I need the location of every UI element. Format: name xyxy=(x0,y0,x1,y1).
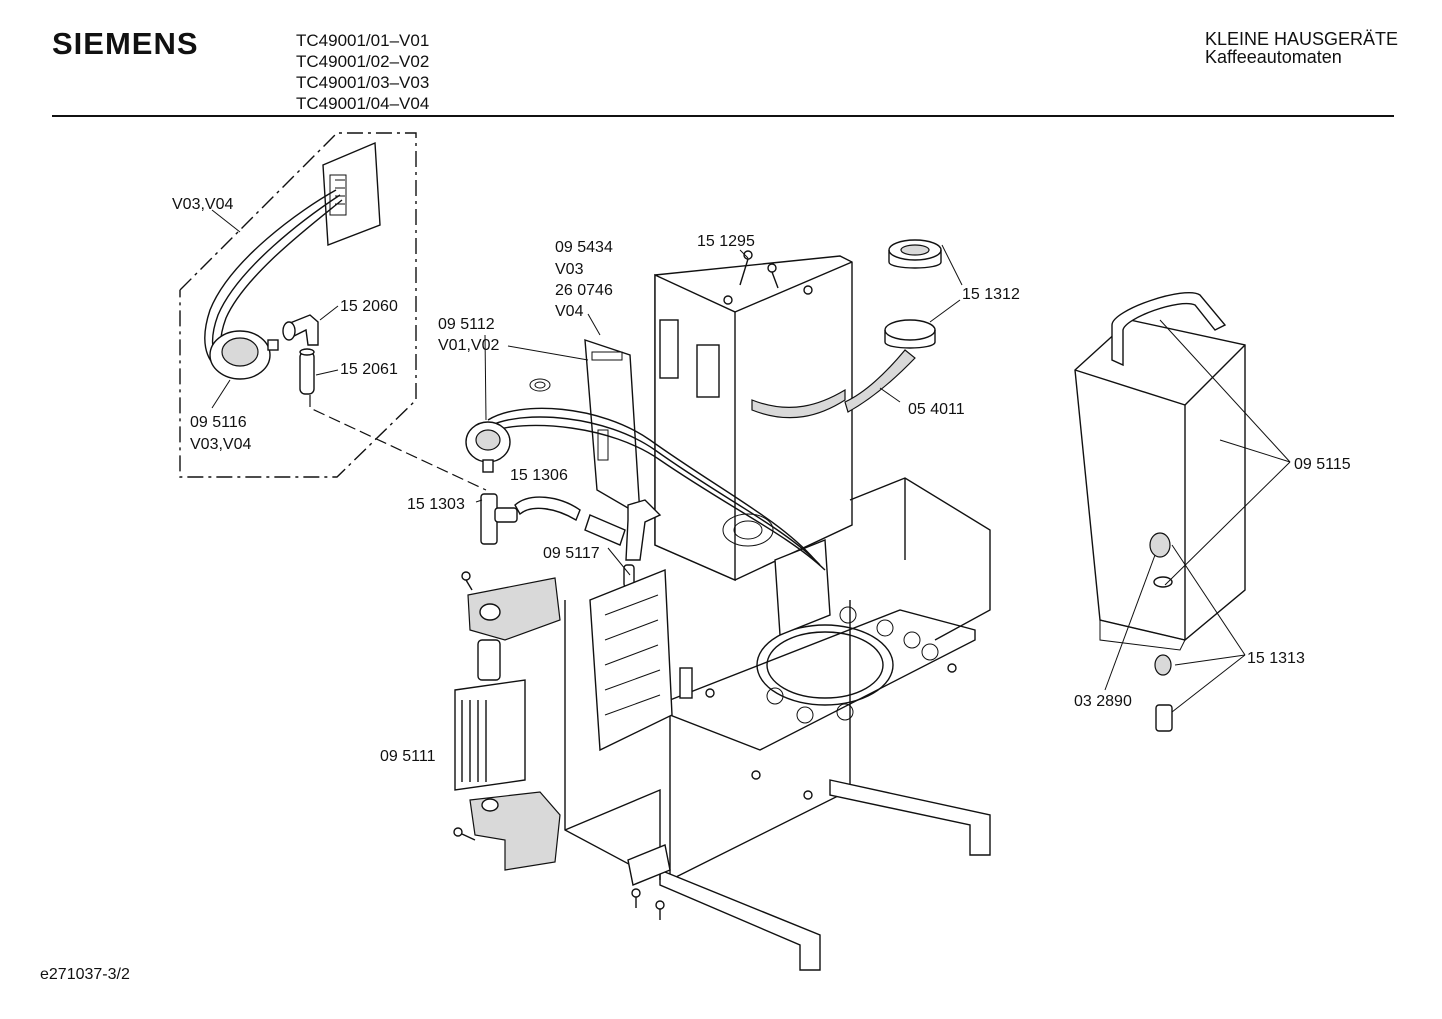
wiring-harness xyxy=(487,407,826,571)
callout-260746: 26 0746 xyxy=(555,282,613,299)
drawing-id: e271037-3/2 xyxy=(40,966,130,983)
callout-151295: 15 1295 xyxy=(697,233,755,250)
model-item: TC49001/02–V02 xyxy=(296,52,430,71)
category-title: KLEINE HAUSGERÄTE xyxy=(1205,29,1399,49)
callout-v03-v04-bottom: V03,V04 xyxy=(190,436,251,453)
callout-151303: 15 1303 xyxy=(407,496,465,513)
detail-box-outline xyxy=(179,132,417,478)
callout-095434: 09 5434 xyxy=(555,239,613,256)
callout-v01-v02: V01,V02 xyxy=(438,337,499,354)
header-divider xyxy=(52,115,1394,117)
base-screws xyxy=(631,663,957,920)
brand-logo: SIEMENS xyxy=(52,26,199,61)
model-item: TC49001/01–V01 xyxy=(296,31,430,50)
callout-095115: 09 5115 xyxy=(1294,456,1351,473)
hose-fittings xyxy=(584,499,662,588)
callout-151306: 15 1306 xyxy=(510,467,568,484)
category-subtitle: Kaffeeautomaten xyxy=(1205,47,1342,67)
model-item: TC49001/04–V04 xyxy=(296,94,430,113)
pump-bracket-lower xyxy=(453,791,561,871)
model-item: TC49001/03–V03 xyxy=(296,73,430,92)
elbow-connector-152060 xyxy=(282,314,319,346)
hose-152061 xyxy=(299,348,315,395)
callout-v03: V03 xyxy=(555,261,584,278)
inlet-fitting xyxy=(884,319,936,349)
t-connector-151303 xyxy=(480,493,518,545)
callout-v04: V04 xyxy=(555,303,584,320)
lower-circuit-board xyxy=(774,538,831,637)
hose-054011 xyxy=(844,349,916,413)
callout-095111: 09 5111 xyxy=(380,748,436,765)
main-housing xyxy=(654,255,853,582)
callout-095112: 09 5112 xyxy=(438,316,495,333)
callout-054011: 05 4011 xyxy=(908,401,965,418)
callout-032890: 03 2890 xyxy=(1074,693,1132,710)
category-block: KLEINE HAUSGERÄTE Kaffeeautomaten xyxy=(1205,30,1398,66)
screws-151295 xyxy=(723,250,813,305)
cable-clip xyxy=(529,378,551,392)
callout-095117: 09 5117 xyxy=(543,545,600,562)
hose-151306 xyxy=(514,496,581,522)
connection-line xyxy=(309,395,487,491)
callout-v03-v04-top: V03,V04 xyxy=(172,196,233,213)
pressure-switch-095112 xyxy=(465,421,511,473)
base-frame xyxy=(669,600,976,882)
pump-095111 xyxy=(454,639,526,791)
leader-lines xyxy=(211,209,1291,713)
circuit-board-095434 xyxy=(584,339,641,517)
callout-095116: 09 5116 xyxy=(190,414,247,431)
pressure-switch-095116 xyxy=(209,330,279,380)
boiler-block xyxy=(849,477,991,641)
inlet-seal-151312 xyxy=(888,239,942,269)
callout-151313: 15 1313 xyxy=(1247,650,1305,667)
callout-151312: 15 1312 xyxy=(962,286,1020,303)
model-list: TC49001/01–V01 TC49001/02–V02 TC49001/03… xyxy=(296,30,429,114)
pump-bracket-upper xyxy=(461,571,561,641)
detail-circuit-board xyxy=(322,141,381,246)
mounting-plate xyxy=(627,844,671,886)
callout-labels: V03,V04 15 2060 15 2061 09 5116 V03,V04 … xyxy=(172,196,1351,765)
callout-152060: 15 2060 xyxy=(340,298,398,315)
callout-152061: 15 2061 xyxy=(340,361,398,378)
water-tank-095115 xyxy=(1074,292,1246,651)
valve-parts-151313 xyxy=(1149,532,1173,732)
heater-095117 xyxy=(589,568,693,752)
